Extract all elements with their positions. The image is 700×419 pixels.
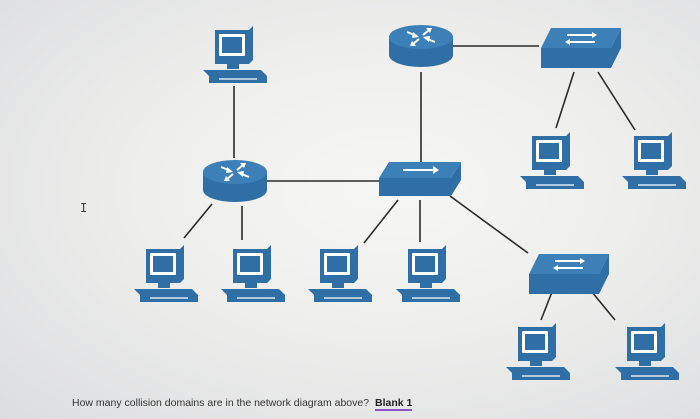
network-links <box>183 45 636 321</box>
switch-icon <box>540 27 622 69</box>
switch-icon <box>378 161 462 197</box>
router-icon <box>202 159 268 203</box>
link-switch-top-right-pc-r1 <box>555 71 575 129</box>
computer-icon <box>307 244 373 303</box>
computer-icon <box>395 244 461 303</box>
link-switch-bottom-right-pc-br2 <box>591 291 616 321</box>
computer-icon <box>202 25 268 84</box>
link-router-left-pc-1 <box>183 203 213 239</box>
computer-icon <box>220 244 286 303</box>
switch-icon <box>528 253 610 295</box>
link-switch-bottom-right-pc-br1 <box>540 291 553 321</box>
computer-icon <box>133 244 199 303</box>
devices <box>133 24 687 381</box>
link-switch-center-switch-bottom-right <box>449 195 529 254</box>
answer-blank[interactable]: Blank 1 <box>375 397 413 411</box>
question-prompt: How many collision domains are in the ne… <box>72 397 413 411</box>
link-switch-top-right-pc-r2 <box>597 71 636 131</box>
computer-icon <box>621 131 687 190</box>
question-text: How many collision domains are in the ne… <box>72 397 370 409</box>
text-cursor-icon: I <box>80 201 88 215</box>
computer-icon <box>519 131 585 190</box>
router-icon <box>388 24 454 68</box>
computer-icon <box>505 322 571 381</box>
link-switch-center-pc-3 <box>363 199 399 244</box>
computer-icon <box>614 322 680 381</box>
